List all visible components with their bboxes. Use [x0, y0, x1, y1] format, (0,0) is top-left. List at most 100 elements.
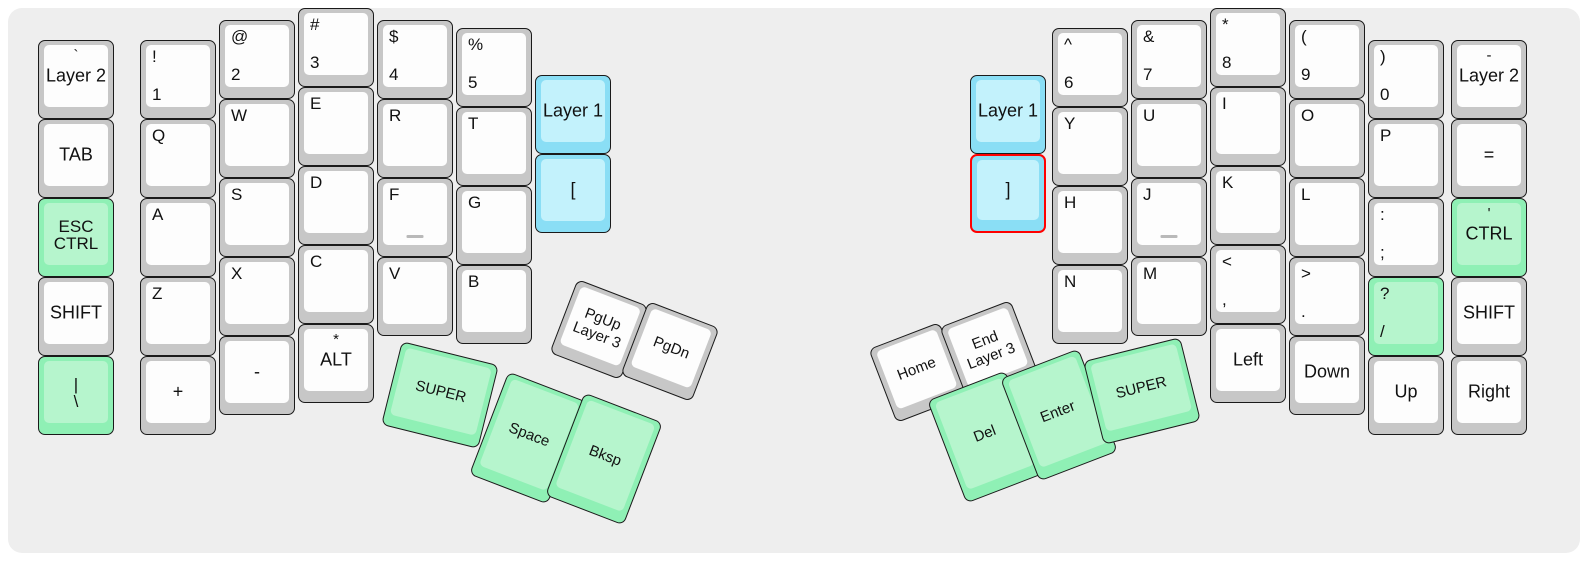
- key-q[interactable]: Q: [140, 119, 216, 198]
- key-legend-center: Layer 2: [45, 65, 107, 86]
- key-cap: F: [383, 183, 447, 245]
- key-legend-top-left: R: [389, 106, 402, 125]
- key-legend-top-left: Y: [1064, 114, 1076, 133]
- key-legend-center: ALT: [320, 349, 352, 370]
- key-cap: =: [1457, 124, 1521, 186]
- key-[interactable]: &7: [1131, 20, 1207, 99]
- key-legend-center: Layer 1: [542, 100, 604, 121]
- key-t[interactable]: T: [456, 107, 532, 186]
- key-[interactable]: |\: [38, 356, 114, 435]
- key-m[interactable]: M: [1131, 257, 1207, 336]
- key-cap: -Layer 2: [1457, 45, 1521, 107]
- key-legend-top-left: S: [231, 185, 243, 204]
- key-legend-center: Del: [971, 421, 999, 446]
- key-cap: +: [146, 361, 210, 423]
- key-legend-center: Layer 2: [1458, 65, 1520, 86]
- key-legend-bottom-left: ;: [1380, 243, 1385, 263]
- key-cap: SUPER: [389, 347, 492, 436]
- key-legend-top-left: @: [231, 27, 249, 46]
- key-shift[interactable]: SHIFT: [1451, 277, 1527, 356]
- key-[interactable]: >.: [1289, 257, 1365, 336]
- key-legend-bottom-left: 7: [1143, 65, 1153, 85]
- key-legend-center: Enter: [1037, 397, 1078, 426]
- key-[interactable]: #3: [298, 8, 374, 87]
- key-cap: ^6: [1058, 33, 1122, 95]
- key-z[interactable]: Z: [140, 277, 216, 356]
- key-cap: TAB: [44, 124, 108, 186]
- key-h[interactable]: H: [1052, 186, 1128, 265]
- key-l[interactable]: L: [1289, 178, 1365, 257]
- key-[interactable]: -: [219, 336, 295, 415]
- key-layer-2[interactable]: `Layer 2: [38, 40, 114, 119]
- key-b[interactable]: B: [456, 265, 532, 344]
- key-p[interactable]: P: [1368, 119, 1444, 198]
- key-[interactable]: +: [140, 356, 216, 435]
- key-legend-top-left: H: [1064, 193, 1077, 212]
- key-cap: Z: [146, 282, 210, 344]
- key-g[interactable]: G: [456, 186, 532, 265]
- key-j[interactable]: J: [1131, 178, 1207, 257]
- key-ctrl[interactable]: 'CTRL: [1451, 198, 1527, 277]
- key-[interactable]: =: [1451, 119, 1527, 198]
- homing-bar-icon: [1160, 235, 1178, 238]
- key-legend-top-left: T: [468, 114, 479, 133]
- key-f[interactable]: F: [377, 178, 453, 257]
- key-right[interactable]: Right: [1451, 356, 1527, 435]
- key-[interactable]: <,: [1210, 245, 1286, 324]
- key-u[interactable]: U: [1131, 99, 1207, 178]
- key-[interactable]: ^6: [1052, 28, 1128, 107]
- key-[interactable]: !1: [140, 40, 216, 119]
- key-[interactable]: ]: [970, 154, 1046, 233]
- key-cap: K: [1216, 171, 1280, 233]
- key-cap: SHIFT: [44, 282, 108, 344]
- key-tab[interactable]: TAB: [38, 119, 114, 198]
- key-cap: `Layer 2: [44, 45, 108, 107]
- key-cap: U: [1137, 104, 1201, 166]
- key-legend-top-left: O: [1301, 106, 1315, 125]
- key-layer-1[interactable]: Layer 1: [970, 75, 1046, 154]
- key-cap: Layer 1: [541, 80, 605, 142]
- key-legend-center-upper: ESC: [58, 216, 94, 236]
- key-r[interactable]: R: [377, 99, 453, 178]
- key-legend-top-left: (: [1301, 27, 1307, 46]
- key-[interactable]: [: [535, 154, 611, 233]
- key-[interactable]: :;: [1368, 198, 1444, 277]
- key-down[interactable]: Down: [1289, 336, 1365, 415]
- key-layer-2[interactable]: -Layer 2: [1451, 40, 1527, 119]
- key-cap: Left: [1216, 329, 1280, 391]
- key-legend-bottom-left: ,: [1222, 290, 1227, 310]
- key-k[interactable]: K: [1210, 166, 1286, 245]
- key-a[interactable]: A: [140, 198, 216, 277]
- key-[interactable]: (9: [1289, 20, 1365, 99]
- key-w[interactable]: W: [219, 99, 295, 178]
- key-alt[interactable]: *ALT: [298, 324, 374, 403]
- key-c[interactable]: C: [298, 245, 374, 324]
- key-i[interactable]: I: [1210, 87, 1286, 166]
- key-[interactable]: *8: [1210, 8, 1286, 87]
- key-y[interactable]: Y: [1052, 107, 1128, 186]
- key-left[interactable]: Left: [1210, 324, 1286, 403]
- key-legend-top-left: X: [231, 264, 243, 283]
- key-layer-1[interactable]: Layer 1: [535, 75, 611, 154]
- key-legend-center-lower: CTRL: [53, 233, 99, 253]
- key-v[interactable]: V: [377, 257, 453, 336]
- key-s[interactable]: S: [219, 178, 295, 257]
- key-cap: Up: [1374, 361, 1438, 423]
- key-[interactable]: )0: [1368, 40, 1444, 119]
- key-o[interactable]: O: [1289, 99, 1365, 178]
- key-legend-center: SUPER: [413, 376, 469, 406]
- key-e[interactable]: E: [298, 87, 374, 166]
- key-d[interactable]: D: [298, 166, 374, 245]
- key-[interactable]: $4: [377, 20, 453, 99]
- key-n[interactable]: N: [1052, 265, 1128, 344]
- key-x[interactable]: X: [219, 257, 295, 336]
- key-cap: N: [1058, 270, 1122, 332]
- key-[interactable]: @2: [219, 20, 295, 99]
- key-cap: *ALT: [304, 329, 368, 391]
- key-shift[interactable]: SHIFT: [38, 277, 114, 356]
- key-[interactable]: ?/: [1368, 277, 1444, 356]
- key-[interactable]: %5: [456, 28, 532, 107]
- key-cap: -: [225, 341, 289, 403]
- key-up[interactable]: Up: [1368, 356, 1444, 435]
